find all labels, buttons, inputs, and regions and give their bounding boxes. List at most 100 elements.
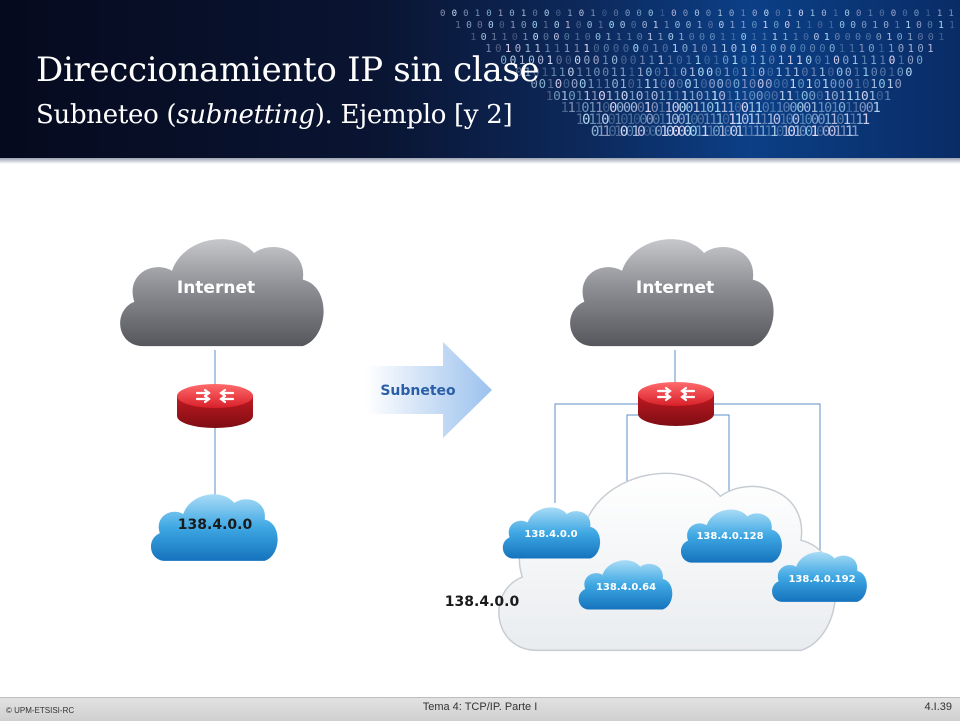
binary-digit: 1 (948, 9, 953, 19)
binary-digit: 0 (838, 101, 846, 116)
binary-digit: 1 (769, 101, 777, 116)
binary-digit: 0 (700, 77, 707, 91)
left-router-icon (175, 382, 255, 430)
binary-digit: 1 (830, 112, 838, 128)
binary-digit: 0 (532, 20, 538, 31)
binary-digit: 0 (773, 20, 779, 31)
binary-digit: 0 (510, 54, 517, 67)
binary-digit: 0 (579, 77, 586, 91)
binary-digit: 0 (811, 112, 819, 128)
binary-digit: 1 (728, 112, 736, 128)
binary-digit: 1 (470, 32, 476, 43)
binary-digit: 1 (822, 77, 829, 91)
binary-digit: 1 (567, 9, 572, 19)
binary-digit: 1 (614, 112, 622, 128)
binary-digit: 0 (790, 43, 796, 55)
binary-digit: 1 (735, 112, 743, 128)
binary-digit: 0 (680, 65, 687, 79)
binary-digit: 1 (519, 54, 526, 67)
binary-digit: 0 (856, 9, 861, 19)
binary-digit: 0 (828, 124, 837, 140)
binary-digit: 1 (845, 124, 854, 140)
binary-digit: 0 (601, 112, 609, 128)
binary-digit: 1 (522, 32, 528, 43)
binary-digit: 0 (800, 43, 806, 55)
binary-digit: 1 (576, 65, 583, 79)
binary-digit: 1 (602, 124, 611, 140)
left-internet-label: Internet (177, 278, 255, 298)
binary-digit: 1 (898, 54, 905, 67)
binary-digit: 0 (748, 89, 756, 104)
binary-digit: 0 (876, 32, 882, 43)
binary-digit: 0 (822, 124, 831, 140)
binary-digit: 1 (588, 112, 596, 128)
binary-digit: 0 (697, 112, 705, 128)
binary-digit: 1 (595, 101, 603, 116)
binary-digit: 1 (824, 89, 832, 104)
binary-digit: 0 (509, 9, 514, 19)
binary-digit: 0 (694, 9, 699, 19)
binary-digit: 0 (652, 112, 660, 128)
link-subnet-192 (712, 403, 821, 552)
subtitle-prefix: Subneteo ( (36, 100, 177, 130)
binary-digit: 1 (614, 124, 623, 140)
binary-digit: 1 (561, 101, 569, 116)
binary-digit: 0 (718, 89, 726, 104)
binary-digit: 0 (879, 9, 884, 19)
subnet-label-192: 138.4.0.192 (788, 574, 855, 585)
binary-digit: 0 (709, 32, 715, 43)
binary-digit: 0 (671, 112, 679, 128)
binary-digit: 1 (758, 124, 767, 140)
binary-digit: 0 (660, 77, 667, 91)
binary-digit: 1 (726, 89, 734, 104)
binary-digit: 0 (646, 112, 654, 128)
binary-digit: 1 (660, 9, 665, 19)
binary-digit: 1 (525, 43, 531, 55)
binary-digit: 0 (684, 77, 691, 91)
binary-digit: 0 (879, 65, 886, 79)
link-subnet-0 (554, 403, 640, 503)
binary-digit: 1 (588, 101, 596, 116)
binary-digit: 1 (565, 20, 571, 31)
binary-digit: 0 (741, 32, 747, 43)
topic-text: Tema 4: TCP/IP. Parte I (422, 701, 538, 713)
binary-digit: 0 (758, 65, 765, 79)
header-shadow (0, 158, 960, 164)
binary-digit: 1 (727, 101, 735, 116)
binary-digit: 1 (852, 101, 860, 116)
binary-digit: 1 (846, 89, 854, 104)
binary-digit: 1 (475, 9, 480, 19)
binary-digit: 1 (833, 9, 838, 19)
binary-digit: 1 (870, 54, 877, 67)
binary-digit: 0 (752, 20, 758, 31)
binary-digit: 1 (590, 9, 595, 19)
binary-digit: 1 (628, 65, 635, 79)
subnet-label-0: 138.4.0.0 (524, 529, 577, 540)
binary-digit: 1 (754, 112, 762, 128)
binary-digit: 0 (683, 124, 692, 140)
binary-digit: 0 (792, 112, 800, 128)
binary-digit: 1 (806, 77, 813, 91)
binary-digit: 1 (741, 89, 749, 104)
binary-digit: 1 (747, 124, 756, 140)
binary-digit: 0 (676, 77, 683, 91)
binary-digit: 0 (831, 89, 839, 104)
binary-digit: 0 (704, 54, 711, 67)
binary-digit: 0 (679, 101, 687, 116)
binary-digit: 1 (703, 112, 711, 128)
binary-digit: 0 (706, 65, 713, 79)
binary-digit: 0 (859, 101, 867, 116)
binary-digit: 1 (845, 101, 853, 116)
binary-digit: 0 (556, 9, 561, 19)
binary-digit: 0 (801, 89, 809, 104)
binary-digit: 1 (753, 124, 762, 140)
binary-digit: 0 (928, 32, 934, 43)
binary-digit: 0 (827, 65, 834, 79)
binary-digit: 0 (672, 124, 681, 140)
right-network-cloud: 138.4.0.0 (445, 473, 836, 650)
binary-digit: 0 (633, 112, 641, 128)
binary-digit: 1 (547, 54, 554, 67)
binary-digit: 1 (764, 124, 773, 140)
binary-digit: 0 (808, 89, 816, 104)
binary-digit: 0 (623, 101, 631, 116)
